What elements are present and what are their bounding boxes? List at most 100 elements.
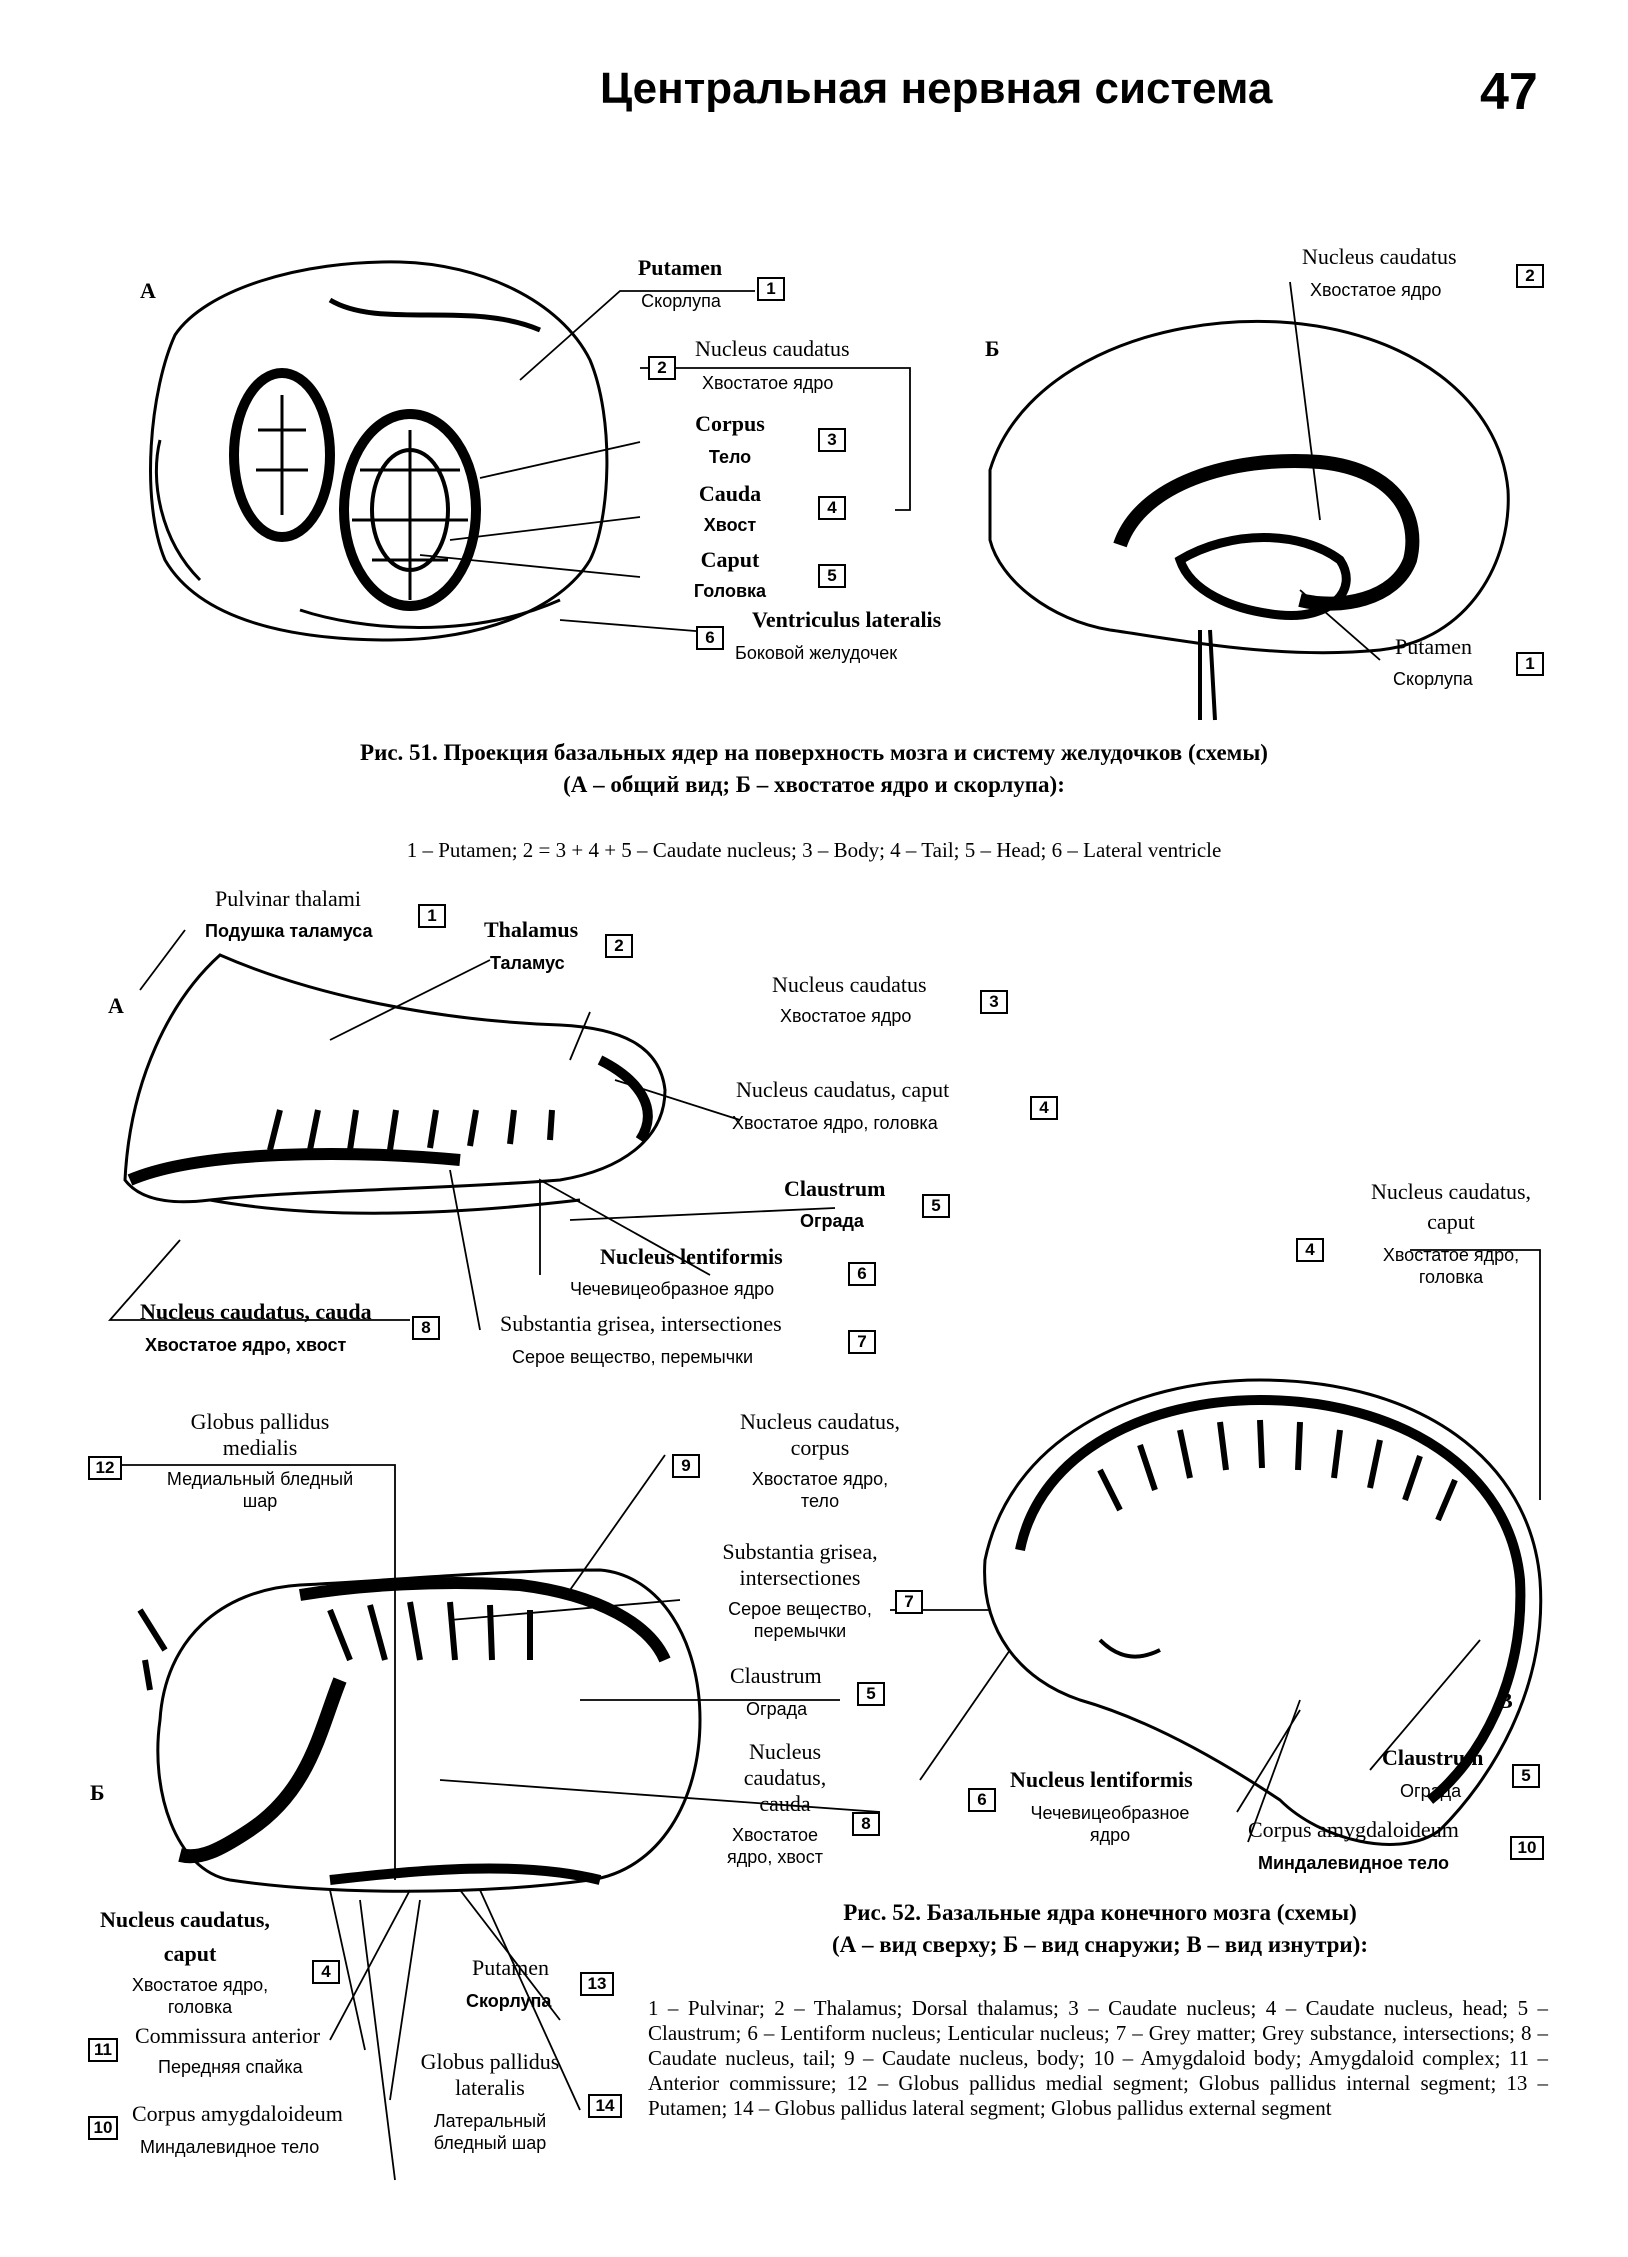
fig52-b-label-ru: Скорлупа [466, 1991, 552, 2011]
fig52-b-label-lat: Nucleus [748, 1739, 822, 1764]
fig51-a-num-box: 6 [696, 626, 724, 650]
fig52-a-label-lat: Pulvinar thalami [215, 886, 362, 911]
fig51-b-drawing [988, 319, 1510, 721]
fig52-legend: 1 – Pulvinar; 2 – Thalamus; Dorsal thala… [648, 1996, 1548, 2120]
fig52-a-label-ru: Хвостатое ядро, головка [732, 1113, 938, 1133]
fig52-b-label-ru: бледный шар [433, 2133, 547, 2153]
fig52-a-num-box: 4 [1030, 1096, 1058, 1120]
fig51-a-label-ru: Хвостатое ядро [702, 373, 834, 393]
fig52-panel-b-letter: Б [90, 1780, 105, 1805]
fig52-caption-line1: Рис. 52. Базальные ядра конечного мозга … [843, 1900, 1357, 1925]
fig51-a-label-lat: Cauda [698, 481, 762, 506]
fig52-b-label-lat: Commissura anterior [135, 2023, 321, 2048]
fig52-a-label-lat: Nucleus caudatus [772, 972, 927, 997]
fig52-b-label-lat: Nucleus caudatus, [739, 1409, 901, 1434]
fig51-b-label-ru: Скорлупа [1393, 669, 1473, 689]
fig52-a-label-lat: Substantia grisea, intersectiones [500, 1311, 782, 1336]
fig52-b-num-box: 14 [588, 2094, 622, 2118]
fig52-c-label-ru: ядро [1089, 1825, 1131, 1845]
fig51-b-num-box: 2 [1516, 264, 1544, 288]
fig52-b-label-lat: caudatus, [743, 1765, 827, 1790]
fig52-b-label-lat: Globus pallidus [420, 2049, 560, 2074]
fig52-b-num-box: 8 [852, 1812, 880, 1836]
fig52-panel-c-letter: В [1498, 1688, 1513, 1713]
fig52-c-label-ru: Чечевицеобразное [1030, 1803, 1190, 1823]
fig52-b-label-ru: Хвостатое ядро, [131, 1975, 269, 1995]
fig52-b-label-ru: шар [242, 1491, 278, 1511]
fig52-b-label-ru: Передняя спайка [158, 2057, 303, 2077]
fig52-a-num-box: 8 [412, 1316, 440, 1340]
fig52-b-drawing [137, 1568, 702, 1893]
fig52-b-label-ru: головка [167, 1997, 233, 2017]
fig52-b-label-lat: Putamen [472, 1955, 549, 1980]
fig52-c-label-lat: Corpus amygdaloideum [1248, 1817, 1459, 1842]
fig52-b-label-lat: Nucleus caudatus, [100, 1907, 270, 1932]
fig51-b-num-box: 1 [1516, 652, 1544, 676]
fig51-panel-b-letter: Б [985, 336, 1000, 361]
fig51-b-label-lat: Nucleus caudatus [1302, 244, 1457, 269]
fig52-c-label-lat: Nucleus lentiformis [1010, 1767, 1193, 1792]
fig52-b-num-box: 4 [312, 1960, 340, 1984]
fig52-a-num-box: 6 [848, 1262, 876, 1286]
fig52-c-label-ru: Миндалевидное тело [1258, 1853, 1450, 1873]
fig52-c-label-ru: головка [1418, 1267, 1484, 1287]
fig52-a-label-ru: Таламус [490, 953, 565, 973]
fig51-a-num-box: 3 [818, 428, 846, 452]
fig52-c-label-lat: Nucleus caudatus, [1370, 1179, 1532, 1204]
fig52-c-label-ru: Хвостатое ядро, [1382, 1245, 1520, 1265]
page-title: Центральная нервная система [600, 64, 1273, 113]
fig52-b-label-ru: Хвостатое [731, 1825, 819, 1845]
fig52-a-label-ru: Подушка таламуса [205, 921, 373, 941]
fig52-a-label-ru: Ограда [800, 1211, 864, 1231]
fig51-a-drawing [149, 260, 609, 642]
fig51-a-num-box: 2 [648, 356, 676, 380]
fig52-a-num-box: 2 [605, 934, 633, 958]
fig52-c-num-box: 6 [968, 1788, 996, 1812]
fig52-b-num-box: 10 [88, 2116, 118, 2140]
fig51-a-label-ru: Боковой желудочек [735, 643, 898, 663]
fig52-b-label-ru: перемычки [753, 1621, 847, 1641]
fig51-b-label-lat: Putamen [1395, 634, 1472, 659]
fig52-a-label-lat: Nucleus caudatus, caput [736, 1077, 950, 1102]
fig52-a-label-lat: Nucleus caudatus, cauda [140, 1299, 372, 1324]
fig52-b-label-lat: lateralis [455, 2075, 525, 2100]
fig52-a-label-ru: Серое вещество, перемычки [512, 1347, 754, 1367]
fig51-a-label-lat: Caput [700, 547, 760, 572]
fig51-a-label-lat: Ventriculus lateralis [752, 607, 942, 632]
fig51-a-label-ru: Хвост [703, 515, 757, 535]
fig51-legend: 1 – Putamen; 2 = 3 + 4 + 5 – Caudate nuc… [406, 838, 1222, 862]
fig52-a-num-box: 5 [922, 1194, 950, 1218]
fig51-a-label-ru: Тело [708, 447, 752, 467]
fig51-a-label-lat: Nucleus caudatus [695, 336, 850, 361]
fig52-a-label-ru: Хвостатое ядро, хвост [145, 1335, 347, 1355]
fig52-caption-line2: (А – вид сверху; Б – вид снаружи; В – ви… [831, 1932, 1369, 1957]
fig52-b-label-ru: Медиальный бледный [166, 1469, 354, 1489]
fig52-a-label-lat: Thalamus [484, 917, 579, 942]
fig52-b-num-box: 11 [88, 2038, 118, 2062]
fig51-caption-line2: (А – общий вид; Б – хвостатое ядро и ско… [563, 772, 1065, 797]
page-number: 47 [1480, 63, 1538, 121]
fig52-b-label-lat: caput [163, 1941, 217, 1966]
fig52-a-label-ru: Чечевицеобразное ядро [570, 1279, 775, 1299]
fig52-b-label-ru: Хвостатое ядро, [751, 1469, 889, 1489]
fig52-b-label-lat: Claustrum [730, 1663, 822, 1688]
fig52-b-label-lat: cauda [759, 1791, 811, 1816]
fig51-a-num-box: 1 [757, 277, 785, 301]
fig52-b-label-lat: Corpus amygdaloideum [132, 2101, 343, 2126]
fig52-b-num-box: 5 [857, 1682, 885, 1706]
fig52-a-label-ru: Хвостатое ядро [780, 1006, 912, 1026]
fig51-a-label-ru: Головка [693, 581, 767, 601]
fig51-b-label-ru: Хвостатое ядро [1310, 280, 1442, 300]
fig52-b-label-ru: Ограда [746, 1699, 808, 1719]
fig52-c-num-box: 5 [1512, 1764, 1540, 1788]
fig51-a-label-lat: Corpus [695, 411, 765, 436]
fig52-a-label-lat: Nucleus lentiformis [600, 1244, 783, 1269]
fig51-a-label-lat: Putamen [637, 255, 723, 280]
fig52-b-num-box: 12 [88, 1456, 122, 1480]
fig52-c-label-lat: caput [1427, 1209, 1475, 1234]
fig52-b-label-lat: medialis [222, 1435, 298, 1460]
fig52-a-num-box: 7 [848, 1330, 876, 1354]
fig52-b-label-ru: Миндалевидное тело [140, 2137, 320, 2157]
fig52-b-label-ru: Латеральный [433, 2111, 547, 2131]
fig51-panel-a-letter: А [140, 278, 156, 303]
